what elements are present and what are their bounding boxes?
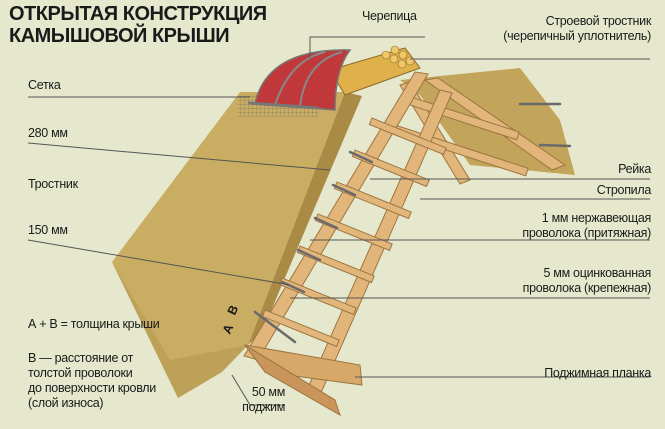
label-rafter: Стропила — [596, 183, 652, 197]
label-5mm-wire-line2: проволока (крепежная) — [522, 281, 652, 295]
press-line2: поджим — [242, 400, 285, 414]
page-title: ОТКРЫТАЯ КОНСТРУКЦИЯ КАМЫШОВОЙ КРЫШИ — [9, 3, 267, 47]
label-1mm-wire-line2: проволока (притяжная) — [522, 226, 651, 240]
label-ridge-reed-line1: Строевой тростник — [545, 14, 652, 28]
title-line-1: ОТКРЫТАЯ КОНСТРУКЦИЯ — [9, 3, 267, 25]
b-def-line1: В — расстояние от — [28, 351, 134, 365]
label-press-strip: Поджимная планка — [544, 366, 651, 380]
label-b-definition: В — расстояние от толстой проволоки до п… — [28, 351, 156, 411]
label-5mm-wire-line1: 5 мм оцинкованная — [543, 266, 651, 280]
thatch-slab — [112, 92, 345, 398]
label-1mm-wire: 1 мм нержавеющая проволока (притяжная) — [522, 211, 651, 241]
label-50mm-press: 50 мм поджим — [228, 385, 285, 415]
leader-lines — [27, 36, 650, 406]
label-280mm: 280 мм — [28, 126, 68, 140]
ridge-reed — [329, 45, 421, 96]
b-def-line4: (слой износа) — [28, 396, 104, 410]
b-def-line3: до поверхности кровли — [28, 381, 156, 395]
label-reed: Тростник — [28, 177, 78, 191]
ridge-tile — [254, 49, 352, 111]
label-ridge-reed-line2: (черепичный уплотнитель) — [503, 29, 651, 43]
wires — [253, 102, 572, 344]
label-batten: Рейка — [618, 162, 651, 176]
label-mesh: Сетка — [28, 78, 61, 92]
label-1mm-wire-line1: 1 мм нержавеющая — [541, 211, 652, 225]
label-150mm: 150 мм — [28, 223, 68, 237]
thatch-lower-face — [112, 262, 248, 398]
label-tile: Черепица — [362, 9, 417, 23]
label-5mm-wire: 5 мм оцинкованная проволока (крепежная) — [522, 266, 652, 296]
title-line-2: КАМЫШОВОЙ КРЫШИ — [9, 25, 230, 47]
label-ridge-reed: Строевой тростник (черепичный уплотнител… — [503, 14, 651, 44]
press-line1: 50 мм — [251, 385, 285, 399]
b-def-line2: толстой проволоки — [28, 366, 133, 380]
thatch-side-face — [248, 92, 362, 345]
label-formula: А + В = толщина крыши — [28, 317, 160, 331]
left-rafters — [243, 71, 453, 417]
